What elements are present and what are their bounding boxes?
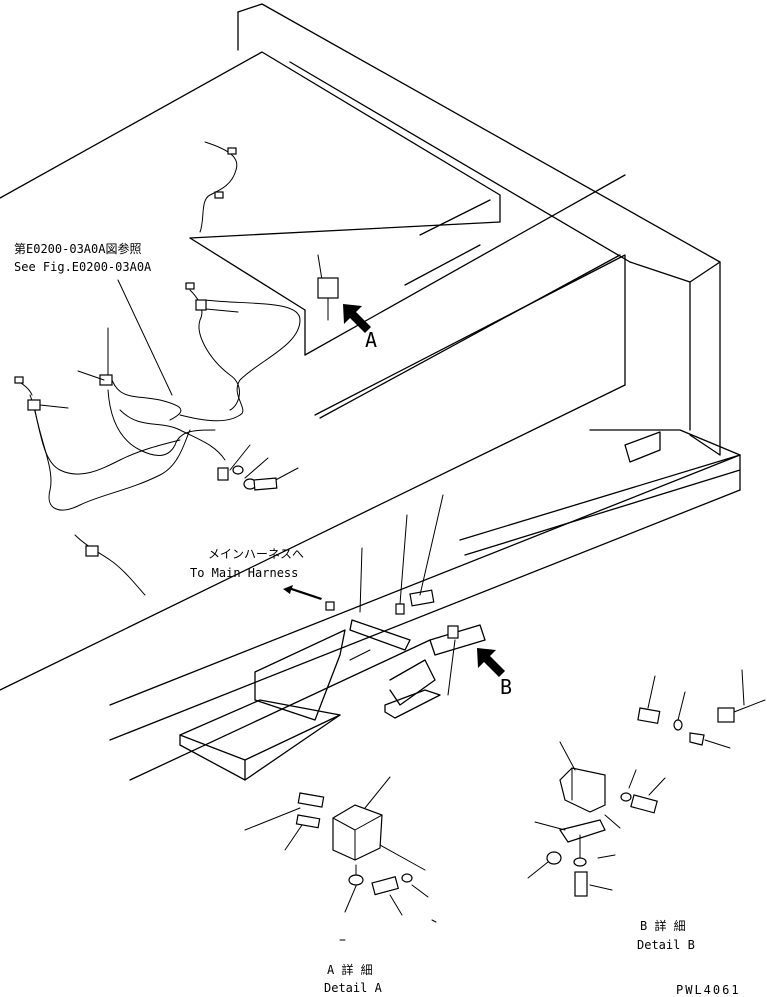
wiring-harness: [15, 141, 301, 596]
arrow-up-left-icon: [477, 648, 505, 677]
arrow-up-left-icon: [343, 304, 371, 333]
harness-bolt-set: [232, 465, 278, 491]
reference-label-jp: 第E0200-03A0A図参照: [14, 241, 141, 256]
rail-hardware: [349, 494, 486, 719]
leader-lines: [39, 254, 323, 484]
detail-a-label-jp: A 詳 細: [327, 962, 373, 977]
reference-label-en: See Fig.E0200-03A0A: [14, 260, 152, 274]
harness-label-jp: メインハーネスへ: [208, 547, 304, 561]
callout-a-label: A: [365, 328, 377, 352]
drawing-number: PWL4061: [676, 983, 741, 997]
harness-connectors: [14, 147, 335, 611]
detail-a-parts: [244, 776, 437, 941]
callout-b-label: B: [500, 675, 512, 699]
harness-label-en: To Main Harness: [190, 566, 298, 580]
detail-b-parts: [527, 669, 766, 897]
detail-b-label-en: Detail B: [637, 938, 695, 952]
detail-a-label-en: Detail A: [324, 981, 383, 995]
arrow-left-icon: [283, 585, 322, 600]
detail-b-label-jp: B 詳 細: [640, 918, 686, 933]
switch-a: [317, 277, 339, 321]
cab-body: [0, 3, 741, 781]
